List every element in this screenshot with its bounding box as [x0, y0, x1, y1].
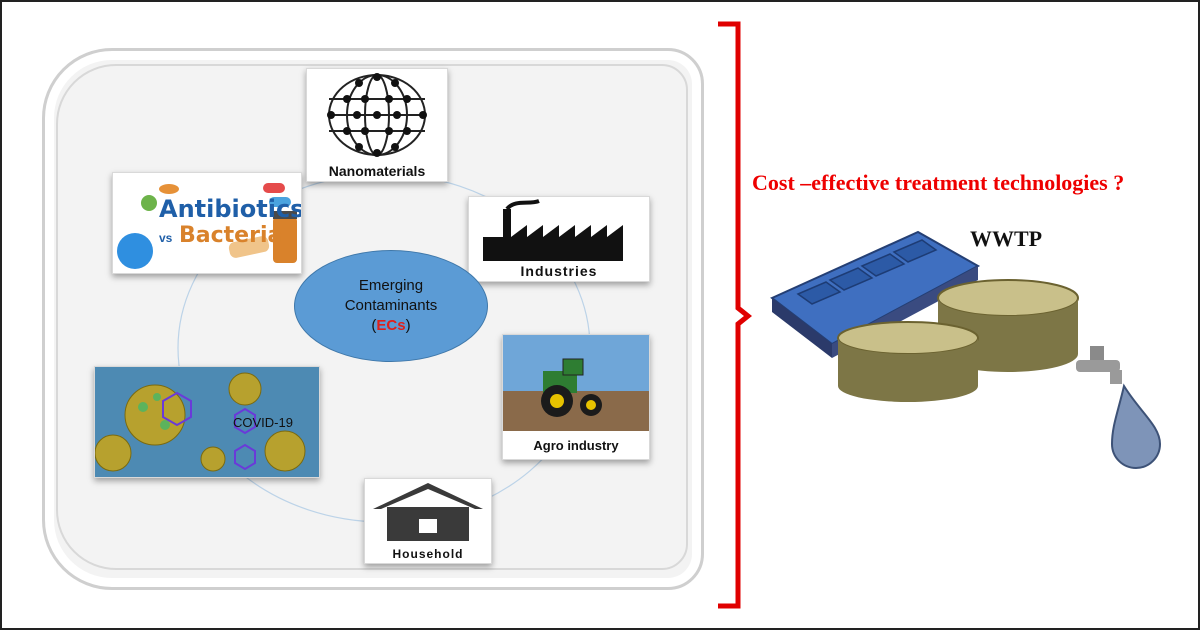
center-line3: (ECs)	[371, 317, 411, 334]
wwtp-plant-icon	[770, 230, 1162, 469]
industries-label: Industries	[469, 263, 649, 279]
agro-industry-card: Agro industry	[502, 334, 650, 460]
factory-icon	[483, 199, 623, 261]
emerging-contaminants-node: Emerging Contaminants (ECs)	[294, 250, 488, 362]
ecs-abbreviation: ECs	[376, 317, 406, 334]
fullerene-icon	[327, 73, 427, 157]
agro-industry-label: Agro industry	[533, 438, 619, 453]
antibiotics-bacteria-icon	[117, 183, 297, 269]
nanomaterials-label: Nanomaterials	[328, 163, 426, 179]
household-card: Household	[364, 478, 492, 564]
center-line1: Emerging	[358, 277, 424, 294]
industries-card: Industries	[468, 196, 650, 282]
wwtp-label: WWTP	[970, 226, 1043, 251]
nanomaterials-card: Nanomaterials	[306, 68, 448, 182]
household-label: Household	[392, 547, 464, 561]
faucet-icon	[1076, 346, 1122, 384]
antibiotics-vs-bacteria-card: Antibiotics vs Bacteria	[112, 172, 302, 274]
treatment-question: Cost –effective treatment technologies ?	[752, 170, 1125, 195]
sources-panel-inner	[56, 64, 688, 570]
tractor-icon	[503, 335, 649, 431]
vs-word: vs	[159, 231, 173, 245]
grouping-brace	[718, 21, 752, 609]
covid-label: COVID-19	[233, 415, 293, 430]
house-icon	[373, 483, 483, 541]
bacteria-word: Bacteria	[179, 223, 283, 248]
covid-card: COVID-19	[94, 366, 320, 478]
water-drop-icon	[1110, 383, 1162, 469]
antibiotics-word: Antibiotics	[159, 195, 302, 223]
virus-icon	[95, 367, 319, 477]
center-line2: Contaminants	[344, 297, 438, 314]
